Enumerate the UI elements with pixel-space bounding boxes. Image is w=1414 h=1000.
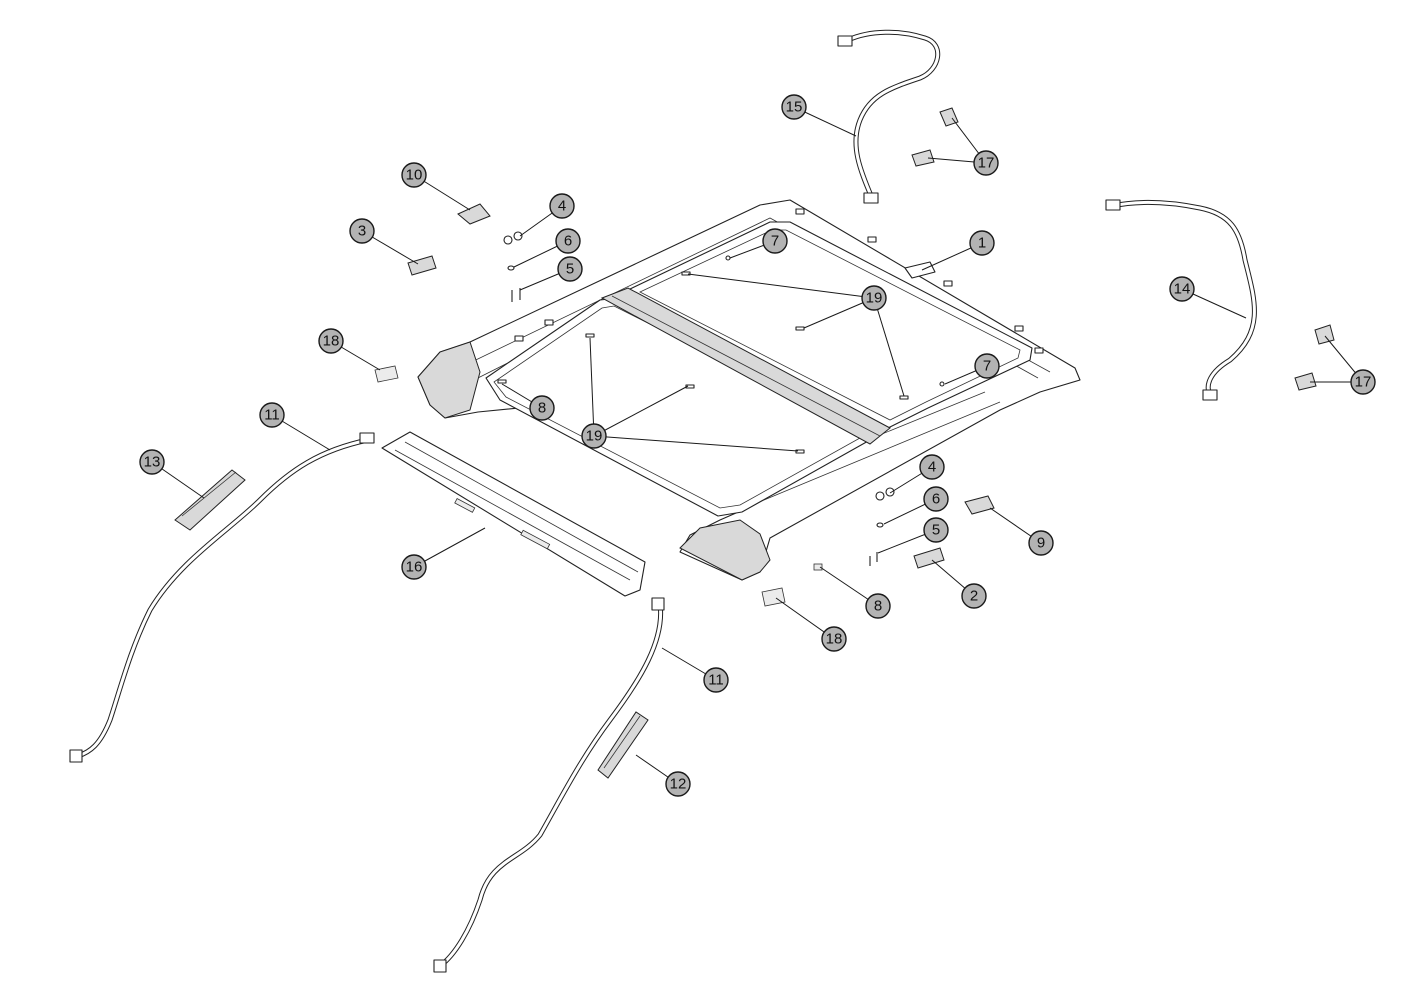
callout-label-16: 16 xyxy=(406,559,423,576)
leader-line-16 xyxy=(413,527,486,568)
callout-circle-18 xyxy=(821,626,847,652)
callout-label-18: 18 xyxy=(323,333,340,350)
drain-hose-14 xyxy=(1105,199,1257,401)
bracket-10 xyxy=(457,203,491,225)
callout-circle-11 xyxy=(259,402,285,428)
clip-17-c xyxy=(1314,324,1335,345)
callout-circle-19 xyxy=(861,285,887,311)
callout-label-17: 17 xyxy=(978,155,995,172)
callout-circle-19 xyxy=(581,423,607,449)
callout-label-4: 4 xyxy=(928,459,936,476)
leader-line-19 xyxy=(589,337,595,437)
callout-circle-4 xyxy=(919,454,945,480)
callout-circle-8 xyxy=(529,395,555,421)
callout-circle-7 xyxy=(762,228,788,254)
callout-label-5: 5 xyxy=(932,522,940,539)
callout-label-8: 8 xyxy=(874,598,882,615)
callout-circle-11 xyxy=(703,667,729,693)
callout-label-2: 2 xyxy=(970,588,978,605)
callout-circle-4 xyxy=(549,193,575,219)
drain-hose-15 xyxy=(837,29,941,204)
callout-label-7: 7 xyxy=(771,233,779,250)
callout-label-14: 14 xyxy=(1174,281,1191,298)
callout-label-11: 11 xyxy=(708,672,724,689)
callout-circle-13 xyxy=(139,449,165,475)
callout-circle-8 xyxy=(865,593,891,619)
callout-circle-12 xyxy=(665,771,691,797)
roof-frame xyxy=(417,199,1081,581)
pad-3 xyxy=(407,255,437,276)
callout-circle-6 xyxy=(923,486,949,512)
callout-circle-6 xyxy=(555,228,581,254)
callout-label-6: 6 xyxy=(932,491,940,508)
callout-label-18: 18 xyxy=(826,631,843,648)
callout-label-6: 6 xyxy=(564,233,572,250)
callout-label-1: 1 xyxy=(978,235,986,252)
drain-hose-11-left xyxy=(69,432,375,763)
foam-18 xyxy=(374,365,786,607)
callout-circle-3 xyxy=(349,218,375,244)
callout-label-3: 3 xyxy=(358,223,366,240)
clip-17-b xyxy=(911,149,935,167)
callout-circle-7 xyxy=(974,353,1000,379)
bracket-13 xyxy=(174,469,246,531)
callout-group: 1234455667788910111112131415161717181819… xyxy=(139,94,1376,797)
clip-17-a xyxy=(939,107,959,127)
callout-circle-17 xyxy=(973,150,999,176)
screw-5 xyxy=(511,288,878,566)
callout-circle-14 xyxy=(1169,276,1195,302)
leader-line-19 xyxy=(687,273,875,299)
wind-deflector-16 xyxy=(381,431,646,597)
callout-label-19: 19 xyxy=(866,290,883,307)
clip-17-d xyxy=(1294,372,1317,391)
bracket-12 xyxy=(597,711,649,779)
pad-2 xyxy=(913,547,945,569)
callout-label-9: 9 xyxy=(1037,535,1045,552)
clip-8 xyxy=(813,563,823,571)
callout-label-12: 12 xyxy=(670,776,687,793)
callout-circle-10 xyxy=(401,162,427,188)
callout-circle-15 xyxy=(781,94,807,120)
callout-circle-18 xyxy=(318,328,344,354)
leader-line-19 xyxy=(593,435,799,452)
callout-label-7: 7 xyxy=(983,358,991,375)
bracket-9 xyxy=(964,495,995,515)
callout-label-17: 17 xyxy=(1355,374,1372,391)
callout-label-11: 11 xyxy=(264,407,280,424)
callout-label-13: 13 xyxy=(144,454,161,471)
drain-hose-11-right xyxy=(433,597,665,973)
callout-circle-5 xyxy=(923,517,949,543)
callout-label-10: 10 xyxy=(406,167,423,184)
callout-label-15: 15 xyxy=(786,99,803,116)
leader-line-19 xyxy=(593,385,689,437)
callout-label-5: 5 xyxy=(566,261,574,278)
callout-circle-5 xyxy=(557,256,583,282)
callout-label-4: 4 xyxy=(558,198,566,215)
callout-circle-17 xyxy=(1350,369,1376,395)
callout-circle-16 xyxy=(401,554,427,580)
callout-label-19: 19 xyxy=(586,428,603,445)
callout-circle-2 xyxy=(961,583,987,609)
washer-6 xyxy=(507,265,884,528)
callout-circle-9 xyxy=(1028,530,1054,556)
grommet-4 xyxy=(503,231,895,501)
leader-line-19 xyxy=(873,297,905,397)
callout-circle-1 xyxy=(969,230,995,256)
callout-label-8: 8 xyxy=(538,400,546,417)
